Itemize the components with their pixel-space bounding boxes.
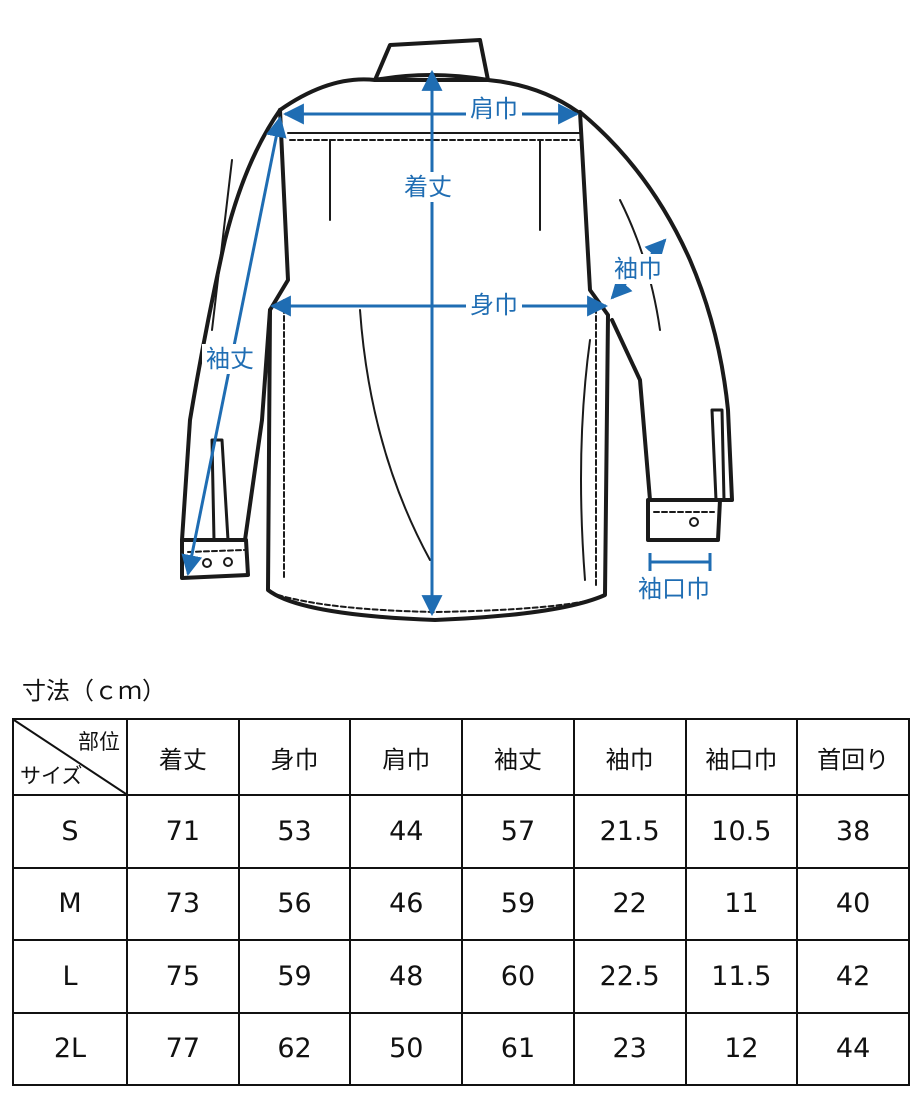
- table-cell: 11: [684, 866, 799, 941]
- table-cell: 10.5: [684, 794, 799, 869]
- table-cell: 50: [349, 1011, 464, 1086]
- table-cell: 57: [461, 794, 575, 869]
- cuff-width-label: 袖口巾: [634, 574, 714, 604]
- table-row: 2L 77 62 50 61 23 12 44: [12, 1011, 910, 1086]
- shirt-diagram: 着丈 肩巾 身巾 袖丈 袖巾 袖口巾: [180, 38, 734, 622]
- table-cell: 22.5: [572, 939, 687, 1014]
- header-sleeve-width: 袖巾: [572, 718, 687, 796]
- header-shoulder: 肩巾: [349, 718, 464, 796]
- table-cell: 59: [237, 939, 352, 1014]
- sleeve-width-label: 袖巾: [610, 254, 666, 284]
- chest-label: 身巾: [466, 290, 522, 320]
- units-caption: 寸法（ｃｍ）: [22, 677, 166, 705]
- table-cell: 44: [796, 1011, 910, 1086]
- table-cell: 62: [237, 1011, 352, 1086]
- table-row: L 75 59 48 60 22.5 11.5 42: [12, 939, 910, 1014]
- table-cell: 46: [349, 866, 464, 941]
- row-size-label: S: [12, 794, 128, 869]
- corner-cell: 部位 サイズ: [12, 718, 128, 796]
- shirt-illustration: [180, 38, 734, 622]
- header-sleeve-length: 袖丈: [461, 718, 575, 796]
- table-cell: 61: [461, 1011, 575, 1086]
- row-size-label: 2L: [12, 1011, 128, 1086]
- table-cell: 12: [684, 1011, 799, 1086]
- table-cell: 71: [126, 794, 240, 869]
- row-size-label: L: [12, 939, 128, 1014]
- shoulder-label: 肩巾: [466, 94, 522, 124]
- table-row: M 73 56 46 59 22 11 40: [12, 866, 910, 941]
- table-cell: 11.5: [684, 939, 799, 1014]
- table-cell: 60: [461, 939, 575, 1014]
- yoke: [278, 77, 580, 114]
- table-header-row: 部位 サイズ 着丈 身巾 肩巾 袖丈 袖巾 袖口巾 首回り: [12, 718, 910, 796]
- table-cell: 59: [461, 866, 575, 941]
- header-length: 着丈: [126, 718, 240, 796]
- header-chest: 身巾: [237, 718, 352, 796]
- header-neck: 首回り: [796, 718, 910, 796]
- right-sleeve: [578, 110, 734, 502]
- corner-diagonal: [14, 720, 126, 794]
- table-cell: 73: [126, 866, 240, 941]
- table-cell: 77: [126, 1011, 240, 1086]
- table-cell: 42: [796, 939, 910, 1014]
- table-cell: 56: [237, 866, 352, 941]
- length-label: 着丈: [400, 172, 456, 202]
- size-table: 部位 サイズ 着丈 身巾 肩巾 袖丈 袖巾 袖口巾 首回り S 71 53 44…: [12, 718, 910, 1086]
- header-cuff-width: 袖口巾: [684, 718, 799, 796]
- table-cell: 48: [349, 939, 464, 1014]
- row-size-label: M: [12, 866, 128, 941]
- collar: [373, 38, 490, 82]
- sleeve-length-label: 袖丈: [202, 344, 258, 374]
- table-cell: 38: [796, 794, 910, 869]
- table-cell: 40: [796, 866, 910, 941]
- table-cell: 23: [572, 1011, 687, 1086]
- table-cell: 53: [237, 794, 352, 869]
- corner-bottom-label: サイズ: [20, 764, 83, 788]
- table-row: S 71 53 44 57 21.5 10.5 38: [12, 794, 910, 869]
- table-cell: 44: [349, 794, 464, 869]
- table-cell: 21.5: [572, 794, 687, 869]
- table-cell: 22: [572, 866, 687, 941]
- corner-top-label: 部位: [78, 730, 120, 754]
- table-cell: 75: [126, 939, 240, 1014]
